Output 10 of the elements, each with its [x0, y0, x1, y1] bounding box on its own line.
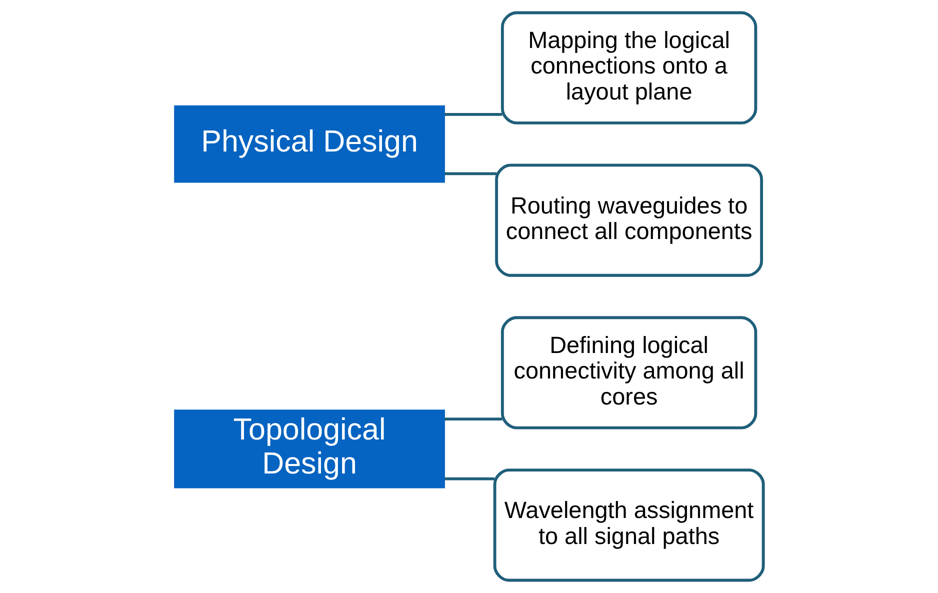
- node-box: Defining logical connectivity among all cores: [500, 316, 758, 430]
- connector: [444, 113, 502, 116]
- node-box: Routing waveguides to connect all components: [495, 164, 764, 277]
- node-box: Mapping the logical connections onto a layout plane: [500, 11, 758, 124]
- connector: [444, 418, 502, 420]
- node-box: Wavelength assignment to all signal paths: [493, 468, 765, 582]
- connector: [444, 172, 497, 176]
- connector: [444, 477, 494, 480]
- node-box: Physical Design: [174, 105, 445, 183]
- node-box: Topological Design: [174, 410, 445, 488]
